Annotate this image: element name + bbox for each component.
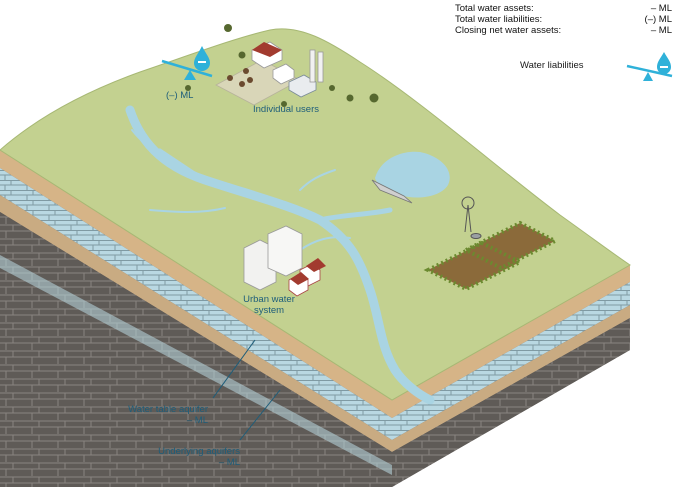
water-table-aquifer-name: Water table aquifer <box>128 404 208 415</box>
liabilities-balance-icon-left <box>161 46 213 80</box>
underlying-aquifers-value: – ML <box>218 457 240 468</box>
summary-liabilities-label: Total water liabilities: <box>455 14 543 25</box>
pointer-lines <box>212 339 281 441</box>
crop-fields <box>423 220 560 292</box>
dam-wall <box>371 179 413 204</box>
reservoir <box>375 151 450 198</box>
label-underlying-aquifers: Underlying aquifers – ML <box>140 446 240 468</box>
label-urban-water-system: Urban water system <box>243 294 295 316</box>
urban-label-line1: Urban water <box>243 294 295 305</box>
right-cross-section <box>392 265 630 487</box>
left-balance-value: (–) ML <box>166 90 194 101</box>
legend-water-liabilities: Water liabilities <box>520 60 584 71</box>
summary-row-liabilities: Total water liabilities: (–) ML <box>455 14 672 25</box>
label-water-table-aquifer: Water table aquifer – ML <box>112 404 208 426</box>
trees <box>185 24 379 107</box>
liabilities-balance-icon-legend <box>626 52 673 81</box>
windmill <box>461 196 482 239</box>
river <box>125 105 435 405</box>
underlying-aquifers-name: Underlying aquifers <box>158 446 240 457</box>
summary-net-value: – ML <box>650 25 672 36</box>
urban-label-line2: system <box>253 305 285 316</box>
urban-buildings <box>243 225 326 297</box>
left-cross-section <box>0 150 392 487</box>
farm-area <box>215 41 324 106</box>
summary-assets-value: – ML <box>650 3 672 14</box>
water-table-aquifer-value: – ML <box>186 415 208 426</box>
summary-liabilities-value: (–) ML <box>644 14 672 25</box>
summary-row-net-assets: Closing net water assets: – ML <box>455 25 672 36</box>
summary-net-label: Closing net water assets: <box>455 25 562 36</box>
water-summary: Total water assets: – ML Total water lia… <box>455 3 672 36</box>
summary-assets-label: Total water assets: <box>455 3 534 14</box>
summary-row-assets: Total water assets: – ML <box>455 3 672 14</box>
label-individual-users: Individual users <box>253 104 320 115</box>
